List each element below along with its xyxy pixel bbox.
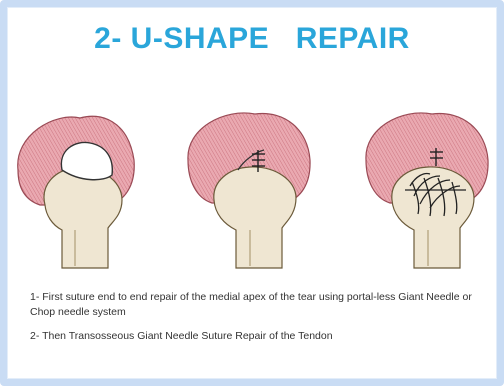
step-3-transosseous-repair-figure bbox=[366, 113, 488, 268]
caption-notes: 1- First suture end to end repair of the… bbox=[30, 290, 480, 344]
note-step-2: 2- Then Transosseous Giant Needle Suture… bbox=[30, 329, 480, 344]
step-1-tear-figure bbox=[18, 116, 135, 268]
humeral-head-bone bbox=[392, 167, 474, 268]
step-2-apex-suture-figure bbox=[188, 113, 310, 268]
humeral-head-bone bbox=[44, 168, 122, 268]
humeral-head-bone bbox=[214, 167, 296, 268]
note-step-1: 1- First suture end to end repair of the… bbox=[30, 290, 480, 320]
